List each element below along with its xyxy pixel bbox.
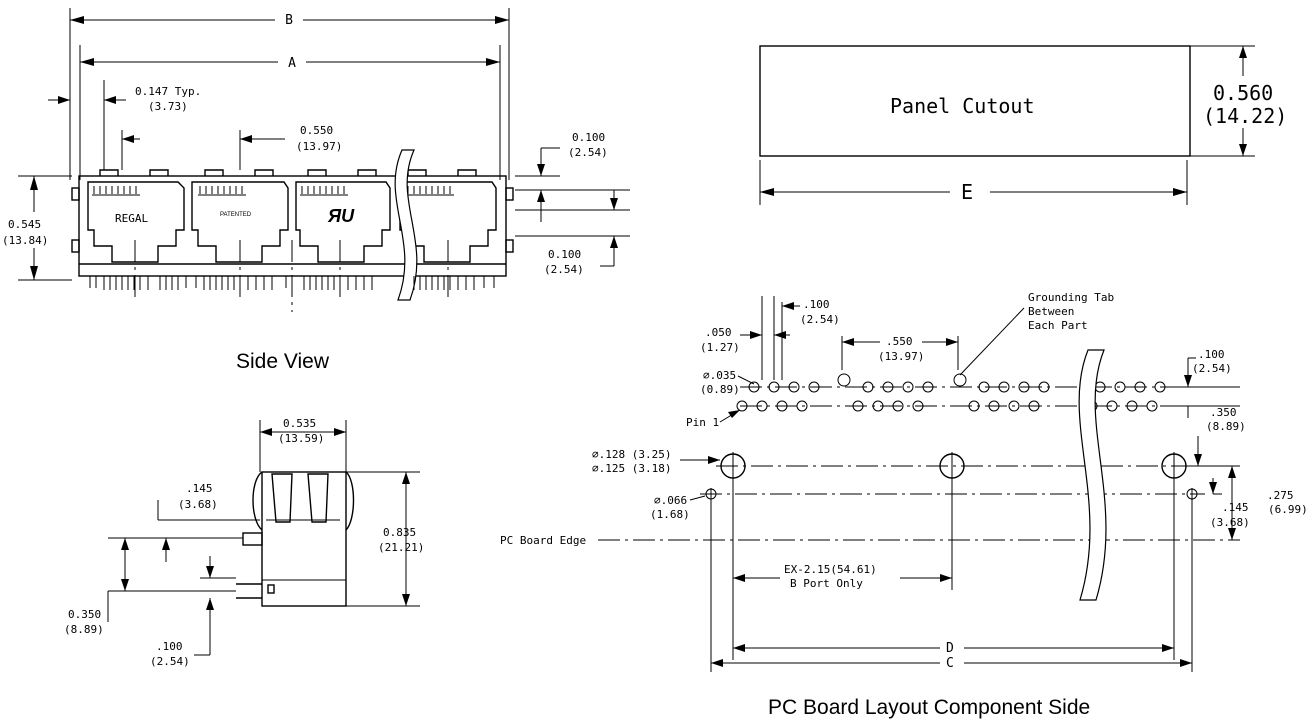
dim-d-label: D [946,641,954,656]
ul-mark: ЯU [327,206,355,226]
row-pitch-mm: (2.54) [800,313,840,326]
offset-mm: (3.68) [178,498,218,511]
row-pitch-in: .100 [803,298,830,311]
pin-in: 0.350 [68,608,101,621]
row-in: .100 [156,640,183,653]
port-3: ЯU [295,181,391,263]
dim-a: A [80,56,500,71]
post-dia-2: ⌀.125 (3.18) [592,462,671,475]
off2-mm: (6.99) [1268,503,1308,516]
half-pitch-in: .050 [705,326,732,339]
ground-tab-2: Between [1028,305,1074,318]
dim-b-label: B [285,13,293,28]
side-view-caption: Side View [236,350,330,373]
panel-cutout-outline [759,45,1191,157]
height-mm: (13.84) [2,234,48,247]
dim-a-label: A [288,56,296,71]
row-pitch2-in: .100 [1198,348,1225,361]
height-mm: (21.21) [378,541,424,554]
panel-cutout: Panel Cutout 0.560 (14.22) E [759,45,1287,205]
panel-height-mm: (14.22) [1203,104,1287,128]
row-mm: (2.54) [150,655,190,668]
port-1: REGAL [87,181,185,263]
small-dia-mm: (1.68) [650,508,690,521]
height-in: 0.835 [383,526,416,539]
tab-top-mm: (2.54) [568,146,608,159]
ground-tab-3: Each Part [1028,319,1088,332]
break-line [394,149,418,301]
ex-line2: B Port Only [790,577,863,590]
tab-bot-in: 0.100 [548,248,581,261]
dim-e-label: E [961,180,973,204]
tab-bot-mm: (2.54) [544,263,584,276]
post-dia-1: ⌀.128 (3.25) [592,448,671,461]
port-2: PATENTED [191,181,289,263]
pcb-caption: PC Board Layout Component Side [768,696,1090,719]
row-pitch2-mm: (2.54) [1192,362,1232,375]
pin-dia-in: ⌀.035 [703,369,736,382]
pin-dia-mm: (0.89) [700,383,740,396]
port-1-label: REGAL [115,212,148,225]
row-sep-mm: (8.89) [1206,420,1246,433]
dim-c-label: C [946,656,954,671]
tab-top-in: 0.100 [572,131,605,144]
panel-label: Panel Cutout [890,94,1035,118]
pin-mm: (8.89) [64,623,104,636]
side-view: B A 0.147 Typ. (3.73) 0.550 (13.97) [2,8,630,373]
small-dia-in: ⌀.066 [654,494,687,507]
port-2-label: PATENTED [220,212,252,218]
pin-holes [736,373,1166,412]
pcb-layout: .100 (2.54) .050 (1.27) .550 (13.97) Gro… [500,291,1308,719]
end-view: 0.535 (13.59) 0.835 (21.21) .145 (3.68) [64,417,424,668]
height-in: 0.545 [8,218,41,231]
port-pitch-in: 0.550 [300,124,333,137]
pcb-break-line [1078,349,1107,601]
ex-line1: EX-2.15(54.61) [784,563,877,576]
board-edge-label: PC Board Edge [500,534,586,547]
pitch-typ-in: 0.147 Typ. [135,85,201,98]
row-sep-in: .350 [1210,406,1237,419]
panel-height-in: 0.560 [1213,81,1273,105]
offset-in: .145 [186,482,213,495]
ground-tab-1: Grounding Tab [1028,291,1114,304]
pcb-port-pitch-mm: (13.97) [878,350,924,363]
off1-in: .145 [1222,501,1249,514]
off2-in: .275 [1267,489,1294,502]
pcb-port-pitch-in: .550 [886,335,913,348]
dim-b: B [70,13,509,28]
half-pitch-mm: (1.27) [700,341,740,354]
off1-mm: (3.68) [1210,516,1250,529]
width-in: 0.535 [283,417,316,430]
pitch-typ-mm: (3.73) [148,100,188,113]
width-mm: (13.59) [278,432,324,445]
pin1-label: Pin 1 [686,416,719,429]
port-pitch-mm: (13.97) [296,140,342,153]
